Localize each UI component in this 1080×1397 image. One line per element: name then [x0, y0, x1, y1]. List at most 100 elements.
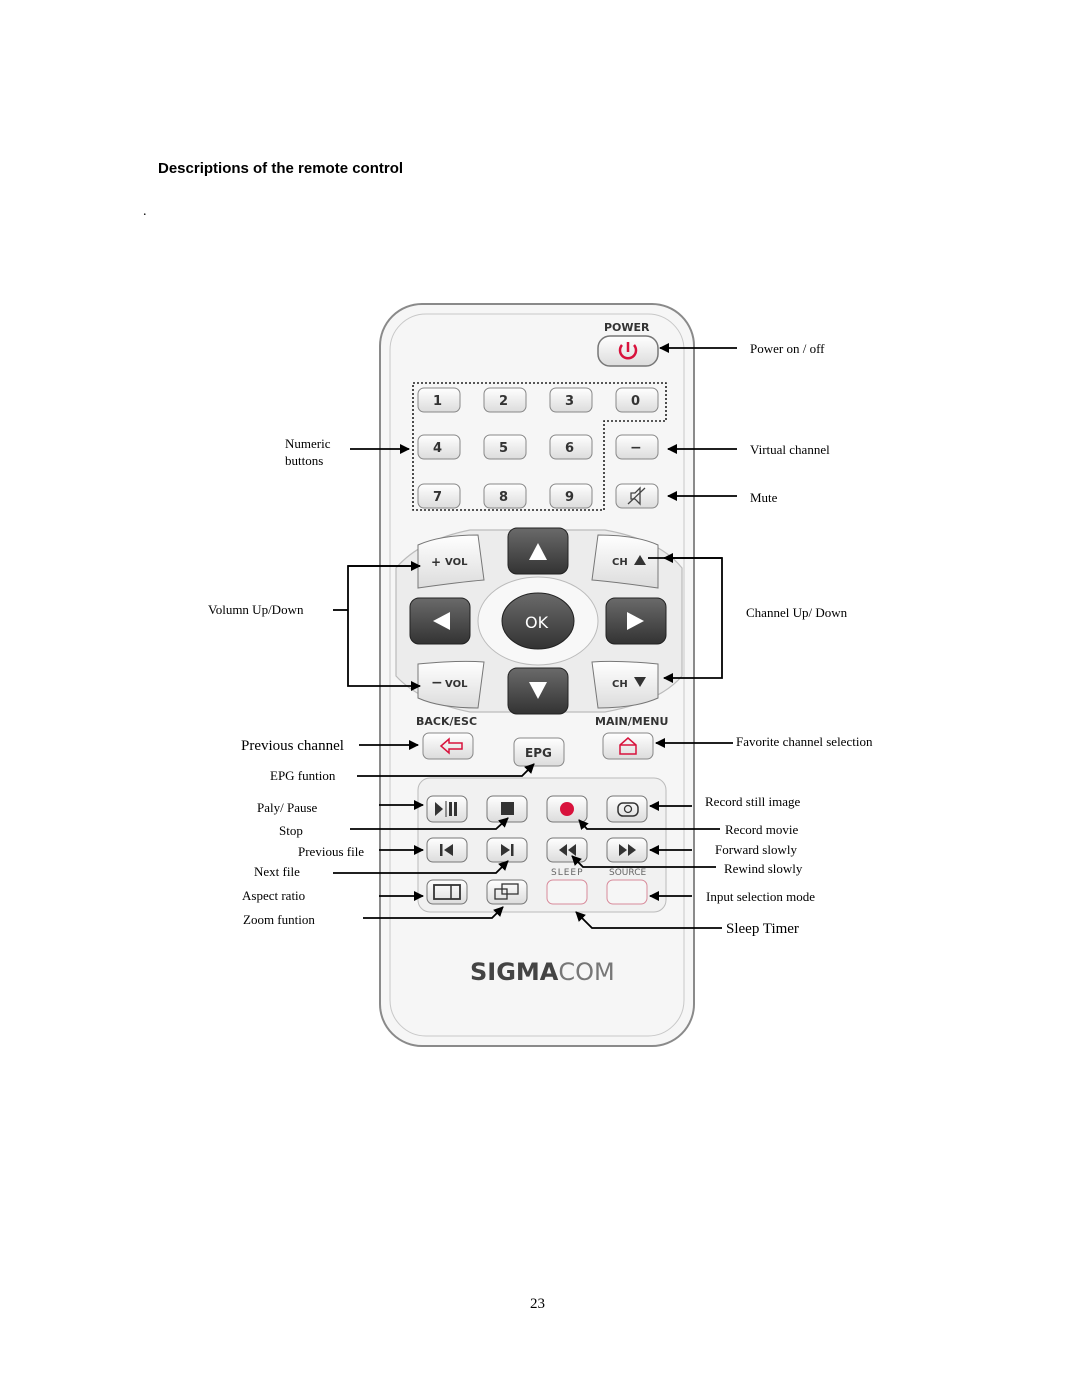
mute-icon — [627, 486, 646, 506]
main-menu-label: MAIN/MENU — [595, 715, 668, 728]
key-7[interactable]: 7 — [417, 483, 461, 509]
record-still-button[interactable] — [606, 795, 648, 823]
key-0[interactable]: 0 — [615, 387, 659, 413]
power-icon — [618, 342, 638, 360]
fast-forward-button[interactable] — [606, 837, 648, 863]
label-mute: Mute — [750, 490, 778, 505]
svg-text:8: 8 — [499, 490, 508, 505]
svg-text:9: 9 — [565, 490, 574, 505]
main-menu-button[interactable] — [602, 732, 654, 760]
numeric-group-outline — [412, 382, 667, 511]
power-label: POWER — [604, 321, 650, 334]
power-button[interactable] — [597, 335, 659, 367]
label-previous-file: Previous file — [298, 844, 365, 859]
label-virtual-channel: Virtual channel — [750, 442, 830, 457]
bullet-dot: . — [143, 204, 147, 219]
svg-text:6: 6 — [565, 441, 574, 456]
vol-up-button[interactable]: + VOL — [417, 534, 485, 589]
record-dot-icon — [560, 802, 574, 816]
play-pause-icon — [435, 801, 457, 817]
label-power: Power on / off — [750, 341, 825, 356]
key-2[interactable]: 2 — [483, 387, 527, 413]
rewind-button[interactable] — [546, 837, 588, 863]
key-3[interactable]: 3 — [549, 387, 593, 413]
play-pause-button[interactable] — [426, 795, 468, 823]
key-9[interactable]: 9 — [549, 483, 593, 509]
back-esc-label: BACK/ESC — [416, 715, 477, 728]
vol-down-button[interactable]: − VOL — [417, 660, 485, 709]
skip-back-icon — [440, 844, 453, 856]
label-numeric: Numeric buttons — [285, 436, 331, 468]
label-forward-slowly: Forward slowly — [715, 842, 797, 857]
source-label: SOURCE — [609, 868, 646, 878]
label-play-pause: Paly/ Pause — [257, 800, 318, 815]
fast-forward-icon — [619, 844, 636, 856]
ok-button[interactable]: OK — [501, 592, 575, 650]
label-favorite: Favorite channel selection — [736, 734, 873, 749]
label-volume: Volumn Up/Down — [208, 602, 304, 617]
back-esc-button[interactable] — [422, 732, 474, 760]
stop-icon — [501, 802, 514, 815]
svg-text:CH: CH — [612, 557, 628, 568]
svg-text:4: 4 — [433, 441, 442, 456]
label-previous-channel: Previous channel — [241, 738, 344, 754]
sleep-button[interactable] — [546, 879, 588, 905]
triangle-down-icon — [634, 677, 646, 687]
stop-button[interactable] — [486, 795, 528, 823]
arrow-left-icon — [433, 612, 450, 630]
label-rewind-slowly: Rewind slowly — [724, 861, 803, 876]
record-movie-button[interactable] — [546, 795, 588, 823]
arrow-up-button[interactable] — [507, 527, 569, 575]
zoom-icon — [494, 883, 519, 900]
dash-button[interactable]: − — [615, 434, 659, 460]
key-8[interactable]: 8 — [483, 483, 527, 509]
zoom-button[interactable] — [486, 879, 528, 905]
next-file-button[interactable] — [486, 837, 528, 863]
triangle-up-icon — [634, 555, 646, 565]
page-number: 23 — [530, 1296, 545, 1312]
label-channel: Channel Up/ Down — [746, 605, 848, 620]
previous-file-button[interactable] — [426, 837, 468, 863]
skip-forward-icon — [501, 844, 514, 856]
camera-icon — [617, 802, 639, 817]
label-input-selection: Input selection mode — [706, 889, 816, 904]
svg-text:EPG: EPG — [525, 746, 552, 760]
ch-down-button[interactable]: CH — [591, 660, 659, 709]
svg-text:CH: CH — [612, 679, 628, 690]
arrow-right-icon — [627, 612, 644, 630]
label-next-file: Next file — [254, 864, 300, 879]
minus-icon: − — [431, 675, 443, 691]
label-stop: Stop — [279, 823, 303, 838]
svg-text:−: − — [630, 440, 642, 456]
ch-up-button[interactable]: CH — [591, 534, 659, 589]
epg-button[interactable]: EPG — [513, 737, 565, 767]
arrow-left-button[interactable] — [409, 597, 471, 645]
label-record-still: Record still image — [705, 794, 801, 809]
aspect-ratio-button[interactable] — [426, 879, 468, 905]
plus-icon: + — [431, 555, 441, 569]
svg-text:2: 2 — [499, 394, 508, 409]
svg-text:7: 7 — [433, 490, 442, 505]
arrow-up-icon — [529, 543, 547, 560]
svg-text:3: 3 — [565, 394, 574, 409]
label-aspect-ratio: Aspect ratio — [242, 888, 306, 903]
key-5[interactable]: 5 — [483, 434, 527, 460]
arrow-right-button[interactable] — [605, 597, 667, 645]
key-1[interactable]: 1 — [417, 387, 461, 413]
home-icon — [619, 737, 637, 755]
source-button[interactable] — [606, 879, 648, 905]
aspect-ratio-icon — [433, 884, 461, 900]
rewind-icon — [559, 844, 576, 856]
label-record-movie: Record movie — [725, 822, 799, 837]
key-6[interactable]: 6 — [549, 434, 593, 460]
arrow-down-button[interactable] — [507, 667, 569, 715]
mute-button[interactable] — [615, 483, 659, 509]
svg-text:1: 1 — [433, 394, 442, 409]
label-epg: EPG funtion — [270, 768, 336, 783]
sleep-label: SLEEP — [551, 868, 584, 878]
label-sleep-timer: Sleep Timer — [726, 921, 799, 937]
key-4[interactable]: 4 — [417, 434, 461, 460]
svg-text:5: 5 — [499, 441, 508, 456]
page-heading: Descriptions of the remote control — [158, 160, 404, 177]
